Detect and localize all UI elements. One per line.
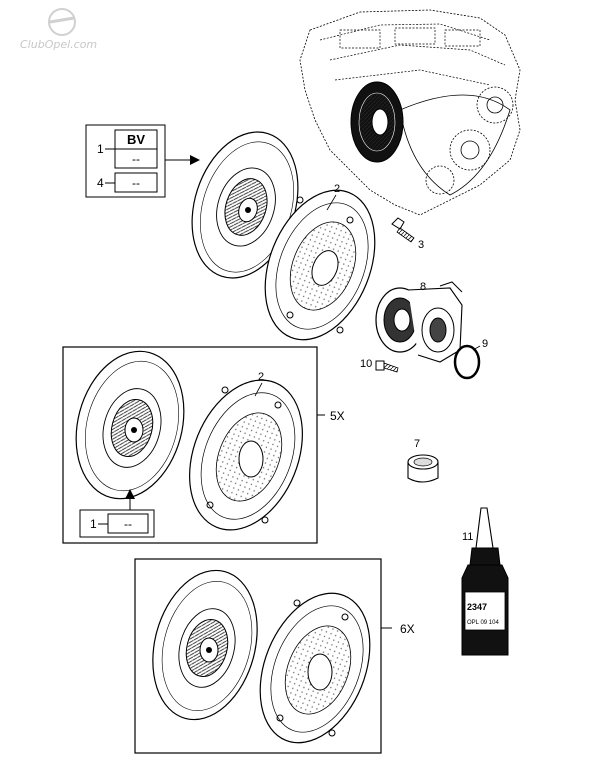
legend-row4-number: 4: [97, 176, 104, 190]
kit-6x-box: 6X: [134, 558, 415, 754]
kit-5x-box: 5X 1 --: [62, 346, 345, 544]
o-ring: [453, 344, 481, 380]
bolt: [391, 217, 415, 243]
small-bolt: [375, 360, 399, 373]
callout-2: 2: [334, 183, 340, 195]
legend-code: BV: [127, 132, 145, 147]
flywheel: [350, 81, 404, 163]
bottle-label-number: 2347: [467, 602, 487, 612]
watermark-logo: ClubOpel.com: [20, 8, 97, 51]
callout-7: 7: [414, 438, 420, 450]
adhesive-bottle: 2347 OPL 09 104: [461, 507, 509, 656]
watermark-text: ClubOpel.com: [20, 38, 97, 51]
arrow-right-icon: [190, 155, 200, 165]
callout-11: 11: [462, 531, 473, 543]
legend-row1-number: 1: [97, 142, 104, 156]
legend-row4-value: --: [132, 176, 140, 190]
pressure-plate: [264, 189, 376, 341]
kit-5x-label: 5X: [330, 409, 345, 423]
callout-9: 9: [482, 338, 488, 350]
bottle-label-code: OPL 09 104: [467, 620, 499, 626]
callout-8: 8: [420, 281, 426, 293]
pilot-bushing: [407, 454, 439, 483]
callout-10: 10: [360, 358, 372, 370]
arrow-up-icon: [125, 489, 135, 499]
clutch-disc: [191, 131, 299, 279]
callout-2-kit: 2: [258, 371, 264, 383]
kit-6x-label: 6X: [400, 622, 415, 636]
engine-block: [299, 9, 521, 216]
kit-5x-legend-number: 1: [90, 517, 97, 531]
legend-top: BV -- -- 1 4: [85, 124, 200, 198]
legend-row1-value: --: [132, 152, 140, 166]
kit-5x-legend-value: --: [124, 517, 132, 531]
callout-3: 3: [418, 239, 424, 251]
release-bearing: [375, 281, 463, 363]
